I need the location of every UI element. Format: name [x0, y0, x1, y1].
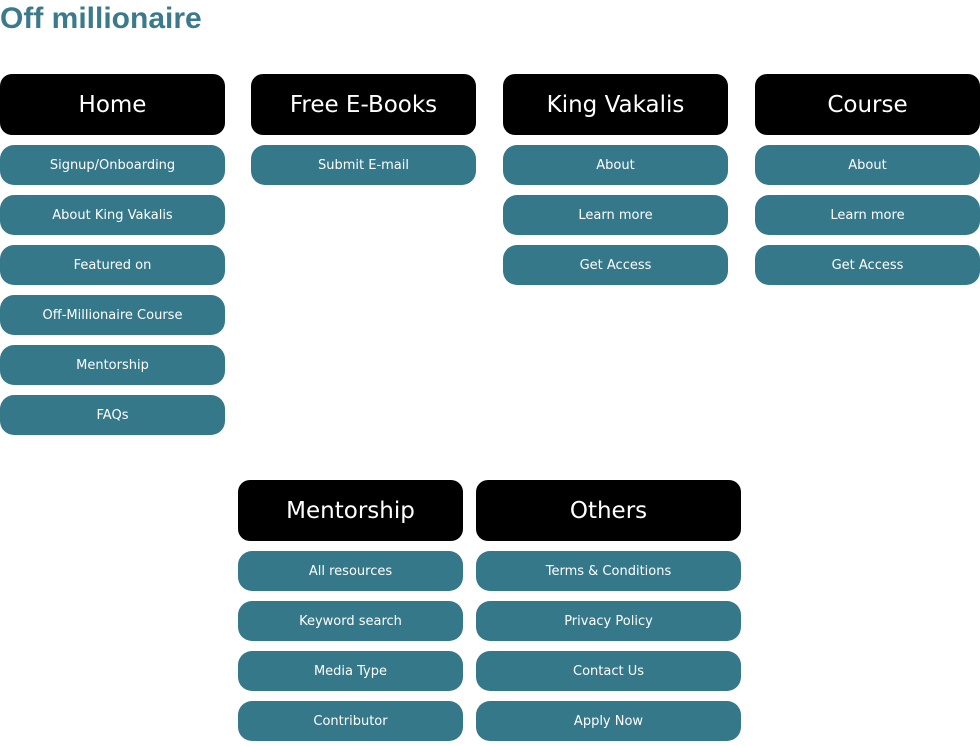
nav-link-about-king-vakalis[interactable]: About King Vakalis — [0, 195, 225, 235]
nav-link-king-about[interactable]: About — [503, 145, 728, 185]
nav-link-all-resources[interactable]: All resources — [238, 551, 463, 591]
nav-link-contact-us[interactable]: Contact Us — [476, 651, 741, 691]
nav-link-faqs[interactable]: FAQs — [0, 395, 225, 435]
sitemap-column-king-vakalis: King Vakalis About Learn more Get Access — [503, 74, 728, 285]
section-header-course[interactable]: Course — [755, 74, 980, 135]
nav-link-privacy-policy[interactable]: Privacy Policy — [476, 601, 741, 641]
nav-link-terms-conditions[interactable]: Terms & Conditions — [476, 551, 741, 591]
sitemap-column-home: Home Signup/Onboarding About King Vakali… — [0, 74, 225, 435]
section-header-king-vakalis[interactable]: King Vakalis — [503, 74, 728, 135]
sitemap-column-course: Course About Learn more Get Access — [755, 74, 980, 285]
sitemap-column-mentorship: Mentorship All resources Keyword search … — [238, 480, 463, 741]
nav-link-king-learn-more[interactable]: Learn more — [503, 195, 728, 235]
nav-link-featured-on[interactable]: Featured on — [0, 245, 225, 285]
section-header-others[interactable]: Others — [476, 480, 741, 541]
nav-link-mentorship[interactable]: Mentorship — [0, 345, 225, 385]
nav-link-course-learn-more[interactable]: Learn more — [755, 195, 980, 235]
section-header-mentorship[interactable]: Mentorship — [238, 480, 463, 541]
nav-link-keyword-search[interactable]: Keyword search — [238, 601, 463, 641]
nav-link-course-get-access[interactable]: Get Access — [755, 245, 980, 285]
sitemap-column-others: Others Terms & Conditions Privacy Policy… — [476, 480, 741, 741]
page-title: Off millionaire — [0, 2, 202, 35]
nav-link-submit-email[interactable]: Submit E-mail — [251, 145, 476, 185]
section-header-home[interactable]: Home — [0, 74, 225, 135]
nav-link-course-about[interactable]: About — [755, 145, 980, 185]
sitemap-column-free-ebooks: Free E-Books Submit E-mail — [251, 74, 476, 185]
section-header-free-ebooks[interactable]: Free E-Books — [251, 74, 476, 135]
nav-link-apply-now[interactable]: Apply Now — [476, 701, 741, 741]
nav-link-signup-onboarding[interactable]: Signup/Onboarding — [0, 145, 225, 185]
nav-link-media-type[interactable]: Media Type — [238, 651, 463, 691]
nav-link-king-get-access[interactable]: Get Access — [503, 245, 728, 285]
nav-link-contributor[interactable]: Contributor — [238, 701, 463, 741]
nav-link-off-millionaire-course[interactable]: Off-Millionaire Course — [0, 295, 225, 335]
